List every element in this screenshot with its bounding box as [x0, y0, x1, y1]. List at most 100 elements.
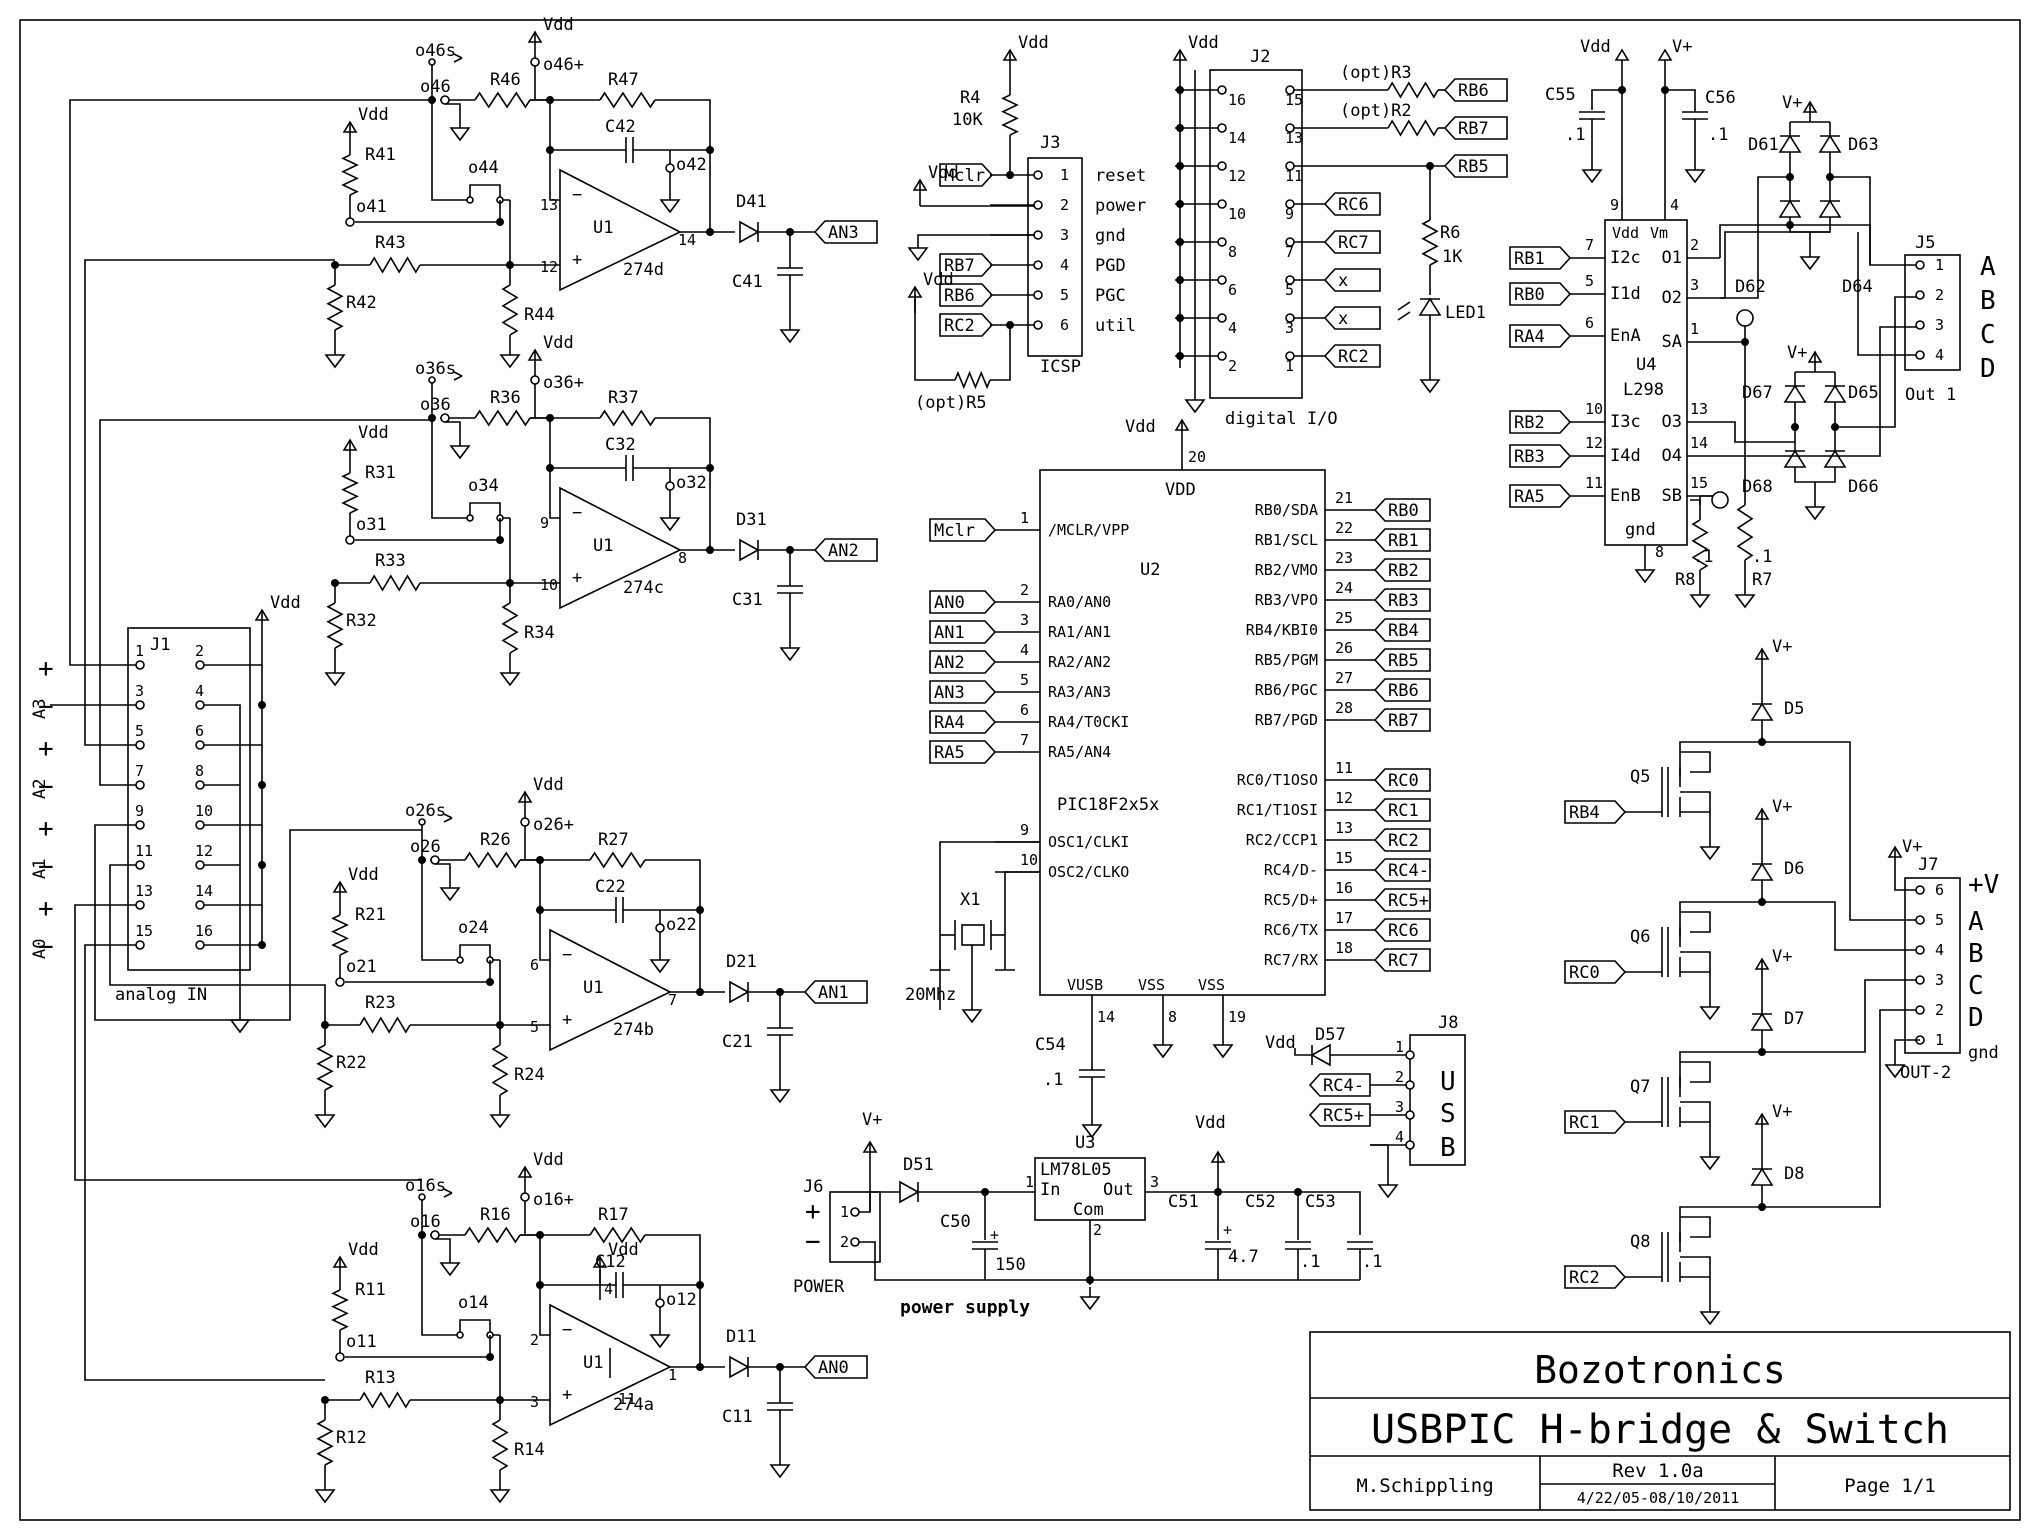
vdd-label: Vdd: [358, 423, 389, 443]
opamp-plus: +: [572, 250, 582, 270]
test-label: o16s: [405, 1176, 446, 1196]
cap-ref: C11: [722, 1407, 753, 1427]
net-flag-AN3: AN3: [934, 683, 965, 703]
u2-pin-name: RC4/D-: [1264, 861, 1318, 879]
pin-num: 8: [1228, 243, 1237, 261]
title-rev: Rev 1.0a: [1612, 1460, 1704, 1482]
pin-num: 4: [1020, 641, 1029, 659]
u4-vdd-label: Vdd: [1612, 224, 1639, 242]
j3-pin-name: util: [1095, 316, 1136, 336]
j6-ref: J6: [803, 1177, 823, 1197]
pin-num: 10: [1228, 205, 1246, 223]
vplus-label: V+: [1772, 1102, 1792, 1122]
u3-part: LM78L05: [1040, 1160, 1112, 1180]
net-flag-RC2: RC2: [1388, 831, 1419, 851]
net-flag-RC4-: RC4-: [1388, 861, 1429, 881]
u2-pin-name: RC7/RX: [1264, 951, 1318, 969]
input-label: A2: [30, 779, 50, 799]
vplus-label: V+: [1772, 947, 1792, 967]
pin-num: 15: [1690, 474, 1708, 492]
input-plus: +: [38, 814, 54, 844]
pin-num: 13: [1335, 819, 1353, 837]
u2-pin-name: OSC2/CLKO: [1048, 863, 1129, 881]
pin-num: 8: [1655, 543, 1664, 561]
net-flag-RB0: RB0: [1388, 501, 1419, 521]
vplus-label: V+: [1672, 37, 1692, 57]
opamp-minus-pin: 6: [530, 956, 539, 974]
digital-io-label: digital I/O: [1225, 409, 1338, 429]
net-flag-RB2: RB2: [1388, 561, 1419, 581]
pin-num: 5: [1935, 911, 1944, 929]
vdd-label: Vdd: [533, 775, 564, 795]
cap-ref: C22: [595, 877, 626, 897]
j5-letter: A: [1980, 252, 1996, 282]
power-label: POWER: [793, 1277, 845, 1297]
pin-num: 10: [195, 802, 213, 820]
j7-letter: +V: [1968, 870, 1999, 900]
res-ref: R44: [524, 305, 555, 325]
net-flag-RC4-: RC4-: [1323, 1076, 1364, 1096]
opamp-ref: U1: [593, 536, 613, 556]
mosfet-ref: Q7: [1630, 1077, 1650, 1097]
pin-num: 12: [1585, 434, 1603, 452]
j2-ref: J2: [1250, 47, 1270, 67]
pin-num: 13: [1690, 400, 1708, 418]
res-ref: R16: [480, 1205, 511, 1225]
u4-pin-name: EnA: [1610, 326, 1641, 346]
jumper-label: o44: [468, 158, 499, 178]
vdd-label: Vdd: [1188, 33, 1219, 53]
test-label: o36s: [415, 359, 456, 379]
opamp-minus: −: [562, 945, 572, 965]
u2-pin-name: RC2/CCP1: [1246, 831, 1318, 849]
res-ref: R27: [598, 830, 629, 850]
pin-num: 4: [604, 1280, 613, 1298]
net-flag-RA5: RA5: [934, 743, 965, 763]
net-flag-RC7: RC7: [1338, 233, 1369, 253]
test-label: o46s: [415, 41, 456, 61]
pin-num: 14: [1690, 434, 1708, 452]
pin-num: 11: [135, 842, 153, 860]
u4-pin-name: EnB: [1610, 486, 1641, 506]
u4-vm-label: Vm: [1650, 224, 1668, 242]
net-flag-RB7: RB7: [944, 256, 975, 276]
net-flag-RB3: RB3: [1388, 591, 1419, 611]
diode-ref: D63: [1848, 135, 1879, 155]
j5-letter: D: [1980, 354, 1996, 384]
pin-num: 5: [1060, 286, 1069, 304]
net-flag-RC1: RC1: [1388, 801, 1419, 821]
crystal-freq: 20Mhz: [905, 985, 956, 1005]
vdd-label: Vdd: [923, 270, 954, 290]
diode-ref: D6: [1784, 859, 1804, 879]
input-minus: −: [38, 852, 54, 882]
pin-num: 23: [1335, 549, 1353, 567]
pin-num: 7: [135, 762, 144, 780]
res-ref: R22: [336, 1053, 367, 1073]
input-label: A0: [30, 939, 50, 959]
j5-letter: B: [1980, 286, 1996, 316]
opamp-out-pin: 7: [668, 991, 677, 1009]
diode-ref: D5: [1784, 699, 1804, 719]
opamp-plus: +: [562, 1385, 572, 1405]
res-ref: R21: [355, 905, 386, 925]
test-label: o16+: [533, 1190, 574, 1210]
test-label: o46: [420, 77, 451, 97]
j3-pin-name: gnd: [1095, 226, 1126, 246]
res-ref: R6: [1440, 223, 1460, 243]
cap-val: .1: [1708, 125, 1728, 145]
pin-num: 7: [1020, 731, 1029, 749]
pin-num: 11: [618, 1390, 636, 1408]
pin-num: 3: [1285, 319, 1294, 337]
cap-ref: C41: [732, 272, 763, 292]
pin-num: 1: [1935, 256, 1944, 274]
cap-ref: C21: [722, 1032, 753, 1052]
j7-letter: C: [1968, 971, 1984, 1001]
vdd-label: Vdd: [1018, 33, 1049, 53]
u4-pin-name: SB: [1662, 486, 1682, 506]
u2-pin-name: RB7/PGD: [1255, 711, 1318, 729]
j3-pin-name: PGD: [1095, 256, 1126, 276]
net-flag-RC7: RC7: [1388, 951, 1419, 971]
input-label: A1: [30, 859, 50, 879]
pin-num: 4: [195, 682, 204, 700]
led-ref: LED1: [1445, 303, 1486, 323]
cap-ref: C31: [732, 590, 763, 610]
